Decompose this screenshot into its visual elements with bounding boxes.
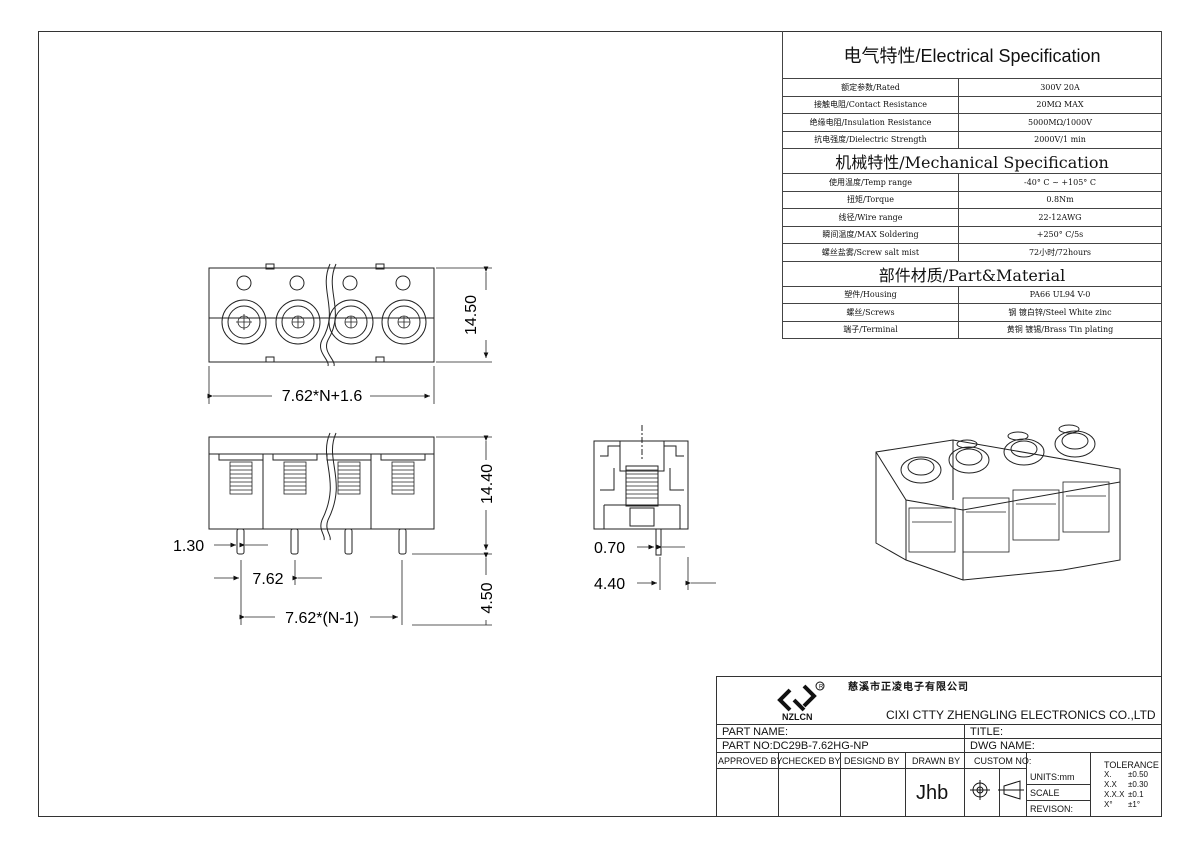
svg-text:R: R	[819, 685, 824, 691]
dim-top-width: 7.62*N+1.6	[282, 388, 363, 405]
tolerance-key: X.X	[1104, 780, 1117, 789]
tolerance-row: X.X.X±0.1	[1104, 790, 1164, 799]
drawing-frame	[38, 31, 1162, 817]
mechanical-title: 机械特性/Mechanical Specification	[782, 148, 1162, 174]
spec-value: 黄铜 镀锡/Brass Tin plating	[958, 320, 1162, 339]
part-name-label: PART NAME:	[722, 726, 789, 738]
material-title: 部件材质/Part&Material	[782, 260, 1162, 287]
logo-text: NZLCN	[782, 712, 813, 722]
dim-pin-height: 4.50	[479, 582, 496, 613]
spec-label: 端子/Terminal	[782, 320, 959, 339]
designed-by-label: DESIGND BY	[844, 756, 900, 766]
tolerance-value: ±0.30	[1128, 780, 1148, 789]
tolerance-key: X.X.X	[1104, 790, 1125, 799]
dim-side-offset: 4.40	[594, 576, 625, 593]
front-view	[208, 432, 435, 555]
tolerance-value: ±0.1	[1128, 790, 1144, 799]
units-label: UNITS:mm	[1030, 772, 1075, 782]
title-block: R NZLCN 慈溪市正凌电子有限公司 CIXI CTTY ZHENGLING …	[716, 676, 1162, 817]
custom-no-label: CUSTOM NO:	[974, 756, 1032, 766]
dim-pitch-total: 7.62*(N-1)	[285, 610, 359, 627]
screw-threads	[229, 461, 415, 495]
top-view	[208, 263, 435, 367]
drawn-by-value: Jhb	[916, 782, 949, 804]
dim-pitch: 7.62	[252, 571, 283, 588]
tolerance-row: X° ±1°	[1104, 800, 1164, 809]
dim-side-pin: 0.70	[594, 540, 625, 557]
dim-front-height: 14.40	[479, 464, 496, 504]
screw-holes	[221, 275, 427, 345]
tolerance-key: X°	[1104, 800, 1113, 809]
title-label: TITLE:	[970, 726, 1004, 738]
approved-by-label: APPROVED BY	[718, 756, 783, 766]
projection-symbol-icon	[970, 780, 1024, 800]
pins	[236, 528, 407, 555]
iso-screws	[900, 424, 1096, 484]
company-logo: R	[777, 681, 825, 712]
dwg-name-label: DWG NAME:	[970, 740, 1035, 752]
checked-by-label: CHECKED BY	[782, 756, 841, 766]
spec-table: 电气特性/Electrical Specification 额定参数/Rated…	[782, 31, 1162, 339]
tolerance-title: TOLERANCE	[1104, 760, 1159, 770]
electrical-title: 电气特性/Electrical Specification	[782, 31, 1162, 79]
company-name-en: CIXI CTTY ZHENGLING ELECTRONICS CO.,LTD	[886, 708, 1156, 722]
dim-top-height: 14.50	[463, 295, 480, 335]
tolerance-key: X.	[1104, 770, 1112, 779]
tolerance-row: X.X ±0.30	[1104, 780, 1164, 789]
tolerance-row: X. ±0.50	[1104, 770, 1164, 779]
part-no: PART NO:DC29B-7.62HG-NP	[722, 740, 869, 752]
drawn-by-label: DRAWN BY	[912, 756, 961, 766]
scale-label: SCALE	[1030, 788, 1060, 798]
spec-row: 使用温度/Temp range-40° C ~ +105° C	[782, 173, 1162, 192]
tolerance-value: ±1°	[1128, 800, 1141, 809]
dim-pin-width: 1.30	[173, 538, 204, 555]
revision-label: REVISON:	[1030, 804, 1074, 814]
company-name-cn: 慈溪市正凌电子有限公司	[848, 682, 969, 693]
isometric-view	[875, 424, 1121, 581]
tolerance-value: ±0.50	[1128, 770, 1148, 779]
side-view	[593, 425, 689, 556]
